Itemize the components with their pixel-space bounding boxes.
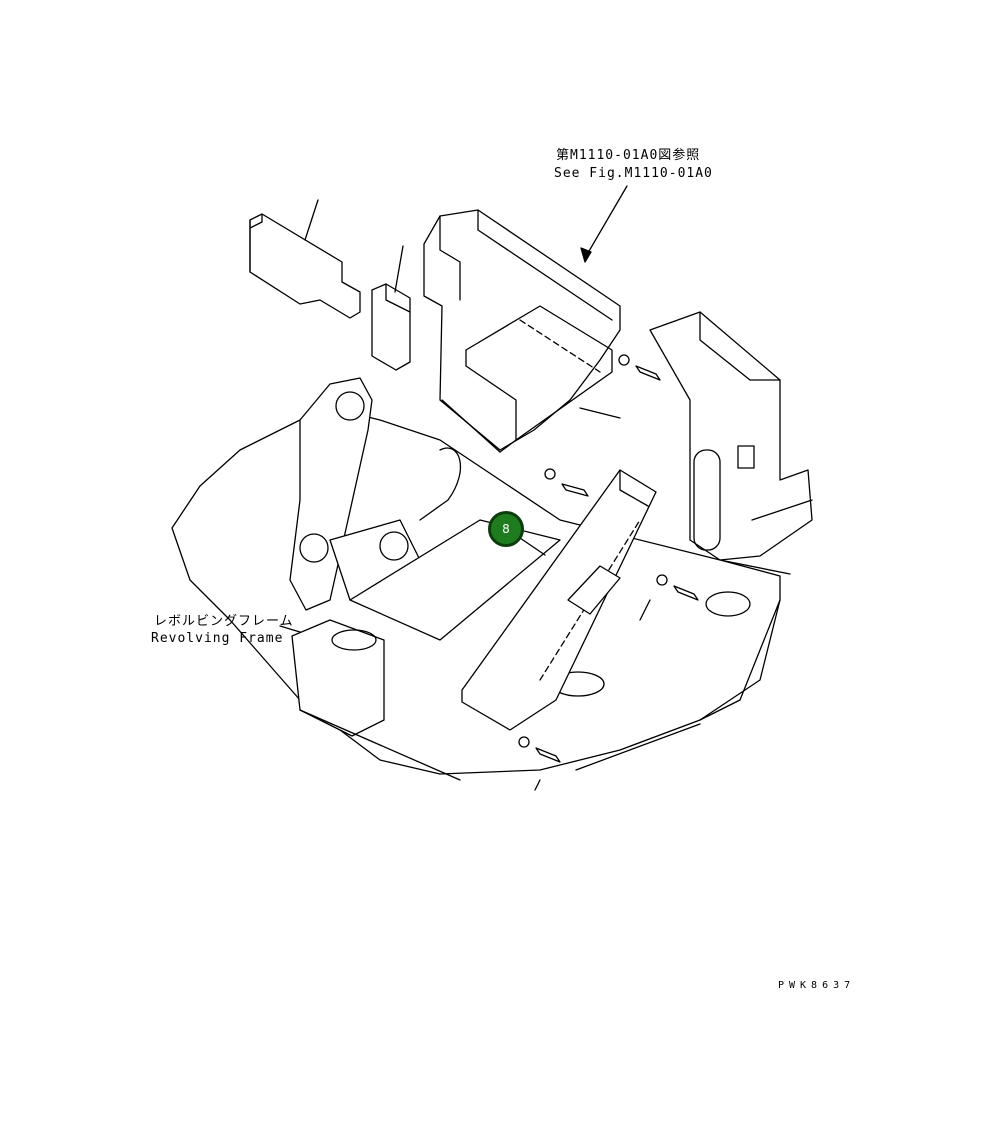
- reference-leader-arrow: [580, 185, 628, 263]
- battery-box: [291, 619, 461, 781]
- frame-label-jp: レボルビングフレーム: [154, 614, 294, 629]
- cover-block-left: [249, 199, 361, 319]
- see-figure-label-en: See Fig.M1110-01A0: [554, 166, 713, 181]
- leader-lines: [279, 537, 651, 791]
- bolt-set: [518, 354, 699, 763]
- cab-frame-assembly: [423, 209, 621, 453]
- frame-label-en: Revolving Frame: [151, 631, 284, 646]
- center-beam: [349, 469, 657, 731]
- see-figure-label-jp: 第M1110-01A0図参照: [556, 148, 701, 163]
- drawing-code: PWK8637: [778, 980, 856, 991]
- engine-hood-block: [649, 311, 813, 575]
- cover-block-small: [371, 245, 411, 371]
- part-callout-8[interactable]: 8: [488, 511, 524, 547]
